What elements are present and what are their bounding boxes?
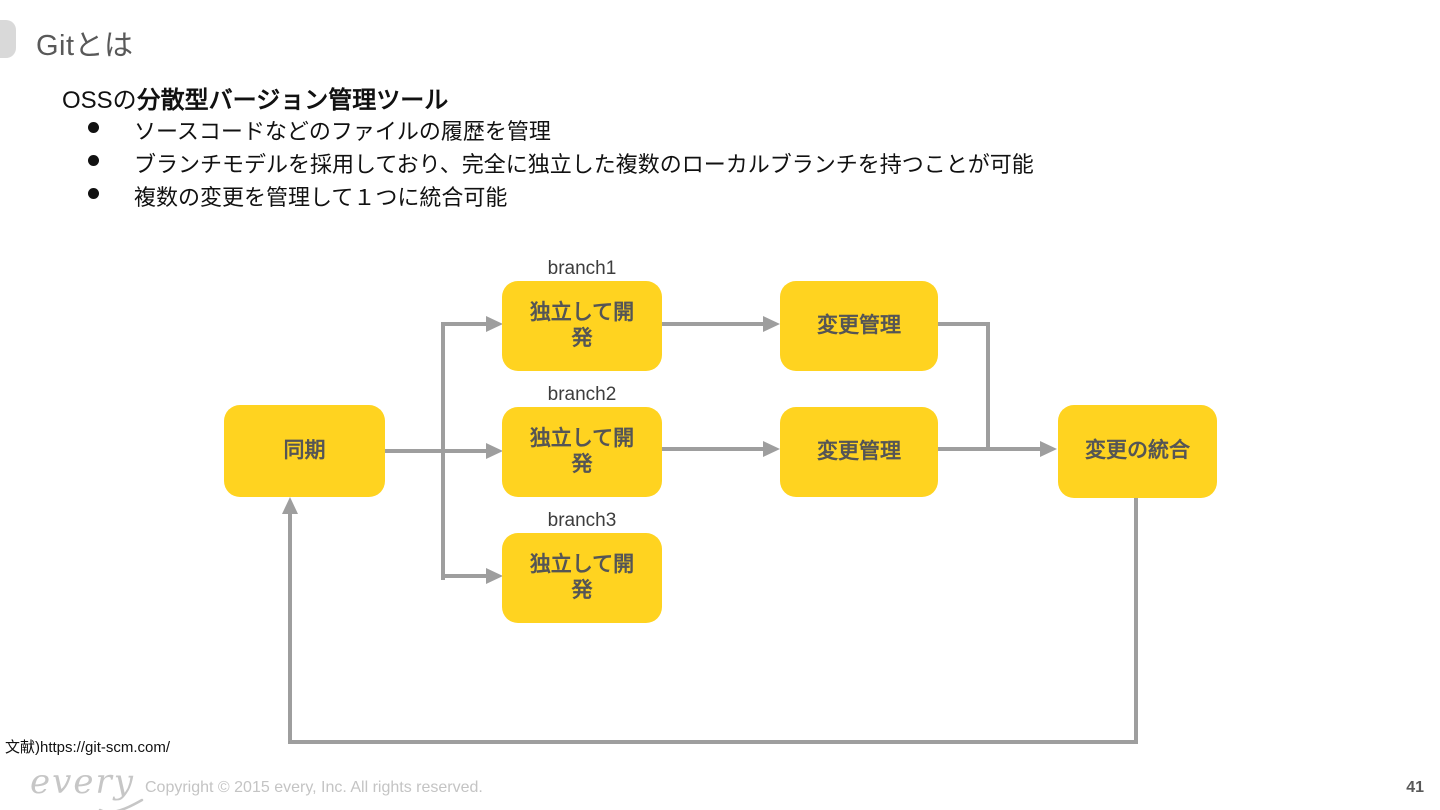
connector-cm2-to-merge bbox=[938, 447, 1040, 451]
heading: OSSの分散型バージョン管理ツール bbox=[62, 80, 448, 115]
bullet-text: ソースコードなどのファイルの履歴を管理 bbox=[134, 119, 551, 144]
connector-to-branch3 bbox=[441, 574, 486, 578]
reference-text: 文献)https://git-scm.com/ bbox=[5, 739, 171, 756]
header-accent-tab bbox=[0, 20, 16, 58]
connector-b1-to-cm1 bbox=[662, 322, 764, 326]
node-sync: 同期 bbox=[224, 405, 385, 497]
arrowhead-branch2-icon bbox=[486, 443, 503, 459]
connector-merge-down bbox=[1134, 498, 1138, 744]
arrowhead-cm1-icon bbox=[763, 316, 780, 332]
bullet-text: ブランチモデルを採用しており、完全に独立した複数のローカルブランチを持つことが可… bbox=[134, 152, 1034, 177]
list-item: 複数の変更を管理して１つに統合可能 bbox=[88, 180, 1034, 213]
page-title: Gitとは bbox=[36, 30, 134, 62]
arrowhead-branch1-icon bbox=[486, 316, 503, 332]
node-merge-changes: 変更の統合 bbox=[1058, 405, 1217, 498]
bullet-text: 複数の変更を管理して１つに統合可能 bbox=[134, 185, 508, 210]
connector-cm1-down bbox=[986, 322, 990, 451]
connector-loop-bottom bbox=[288, 740, 1138, 744]
connector-to-branch1 bbox=[441, 322, 486, 326]
connector-sync-out bbox=[385, 449, 486, 453]
heading-prefix: OSSの bbox=[62, 87, 137, 114]
branch3-label: branch3 bbox=[547, 510, 617, 531]
connector-cm1-out bbox=[938, 322, 990, 326]
list-item: ソースコードなどのファイルの履歴を管理 bbox=[88, 114, 1034, 147]
arrowhead-branch3-icon bbox=[486, 568, 503, 584]
connector-loop-up bbox=[288, 512, 292, 742]
heading-bold: 分散型バージョン管理ツール bbox=[136, 87, 449, 114]
bullet-icon bbox=[88, 122, 99, 133]
list-item: ブランチモデルを採用しており、完全に独立した複数のローカルブランチを持つことが可… bbox=[88, 147, 1034, 180]
arrowhead-cm2-icon bbox=[763, 441, 780, 457]
node-branch1-develop: 独立して開 発 bbox=[502, 281, 662, 371]
branch1-label: branch1 bbox=[547, 258, 617, 279]
copyright-text: Copyright © 2015 every, Inc. All rights … bbox=[145, 779, 483, 796]
page-number: 41 bbox=[1406, 779, 1424, 796]
node-branch3-develop: 独立して開 発 bbox=[502, 533, 662, 623]
arrowhead-merge-icon bbox=[1040, 441, 1057, 457]
every-logo-text: every bbox=[30, 762, 135, 802]
connector-b2-to-cm2 bbox=[662, 447, 764, 451]
arrowhead-sync-icon bbox=[282, 497, 298, 514]
node-change-management-1: 変更管理 bbox=[780, 281, 938, 371]
branch2-label: branch2 bbox=[547, 384, 617, 405]
node-change-management-2: 変更管理 bbox=[780, 407, 938, 497]
connector-branch-splitter bbox=[441, 324, 445, 580]
bullet-list: ソースコードなどのファイルの履歴を管理 ブランチモデルを採用しており、完全に独立… bbox=[88, 114, 1034, 213]
logo-swoosh-icon bbox=[98, 798, 144, 810]
node-branch2-develop: 独立して開 発 bbox=[502, 407, 662, 497]
every-logo: every bbox=[30, 762, 144, 810]
bullet-icon bbox=[88, 188, 99, 199]
bullet-icon bbox=[88, 155, 99, 166]
